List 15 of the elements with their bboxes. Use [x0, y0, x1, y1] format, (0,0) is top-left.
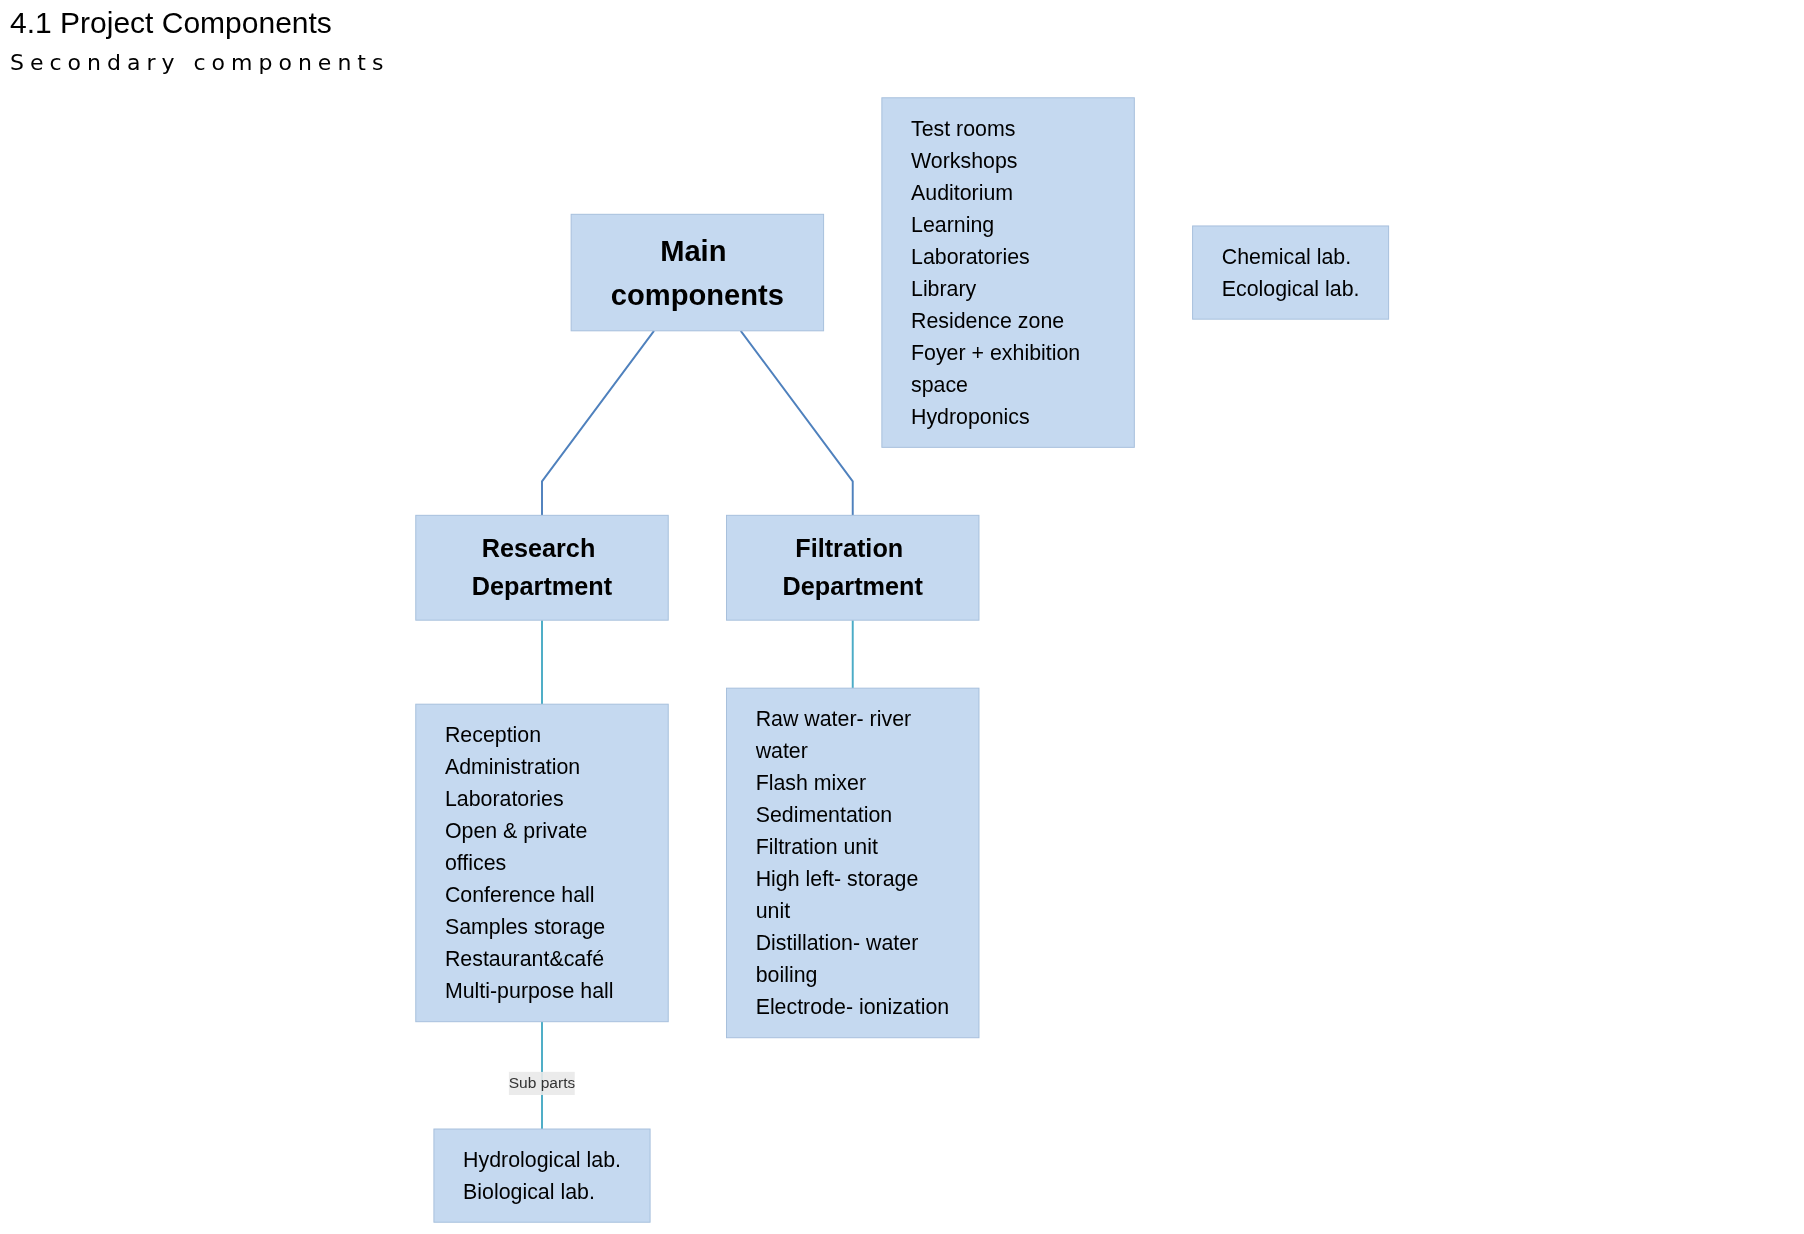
diagram-title: 4.1 Project Components — [10, 6, 332, 40]
node-box: Main components — [570, 213, 824, 332]
node-box: Test rooms Workshops Auditorium Learning Laboratories Library Residence zone Foyer + exhibition space Hydroponics — [881, 97, 1135, 448]
connector — [739, 329, 854, 517]
node-box: Research Department — [415, 514, 669, 621]
connector — [851, 619, 854, 690]
node-box: Hydrological lab. Biological lab. — [433, 1128, 651, 1223]
section-label: Secondary components — [10, 50, 390, 75]
connector — [540, 619, 543, 706]
connector — [540, 329, 655, 517]
edge-label: Sub parts — [508, 1074, 576, 1092]
node-box: Raw water- river water Flash mixer Sedimentation Filtration unit High left- storage unit Distillation- water boiling Electrode- ionization — [725, 687, 980, 1039]
node-box: Chemical lab. Ecological lab. — [1191, 225, 1389, 320]
node-box: Filtration Department — [725, 514, 980, 621]
node-box: Reception Administration Laboratories Open & private offices Conference hall Samples storage Restaurant&café Multi-purpose hall — [415, 703, 669, 1023]
